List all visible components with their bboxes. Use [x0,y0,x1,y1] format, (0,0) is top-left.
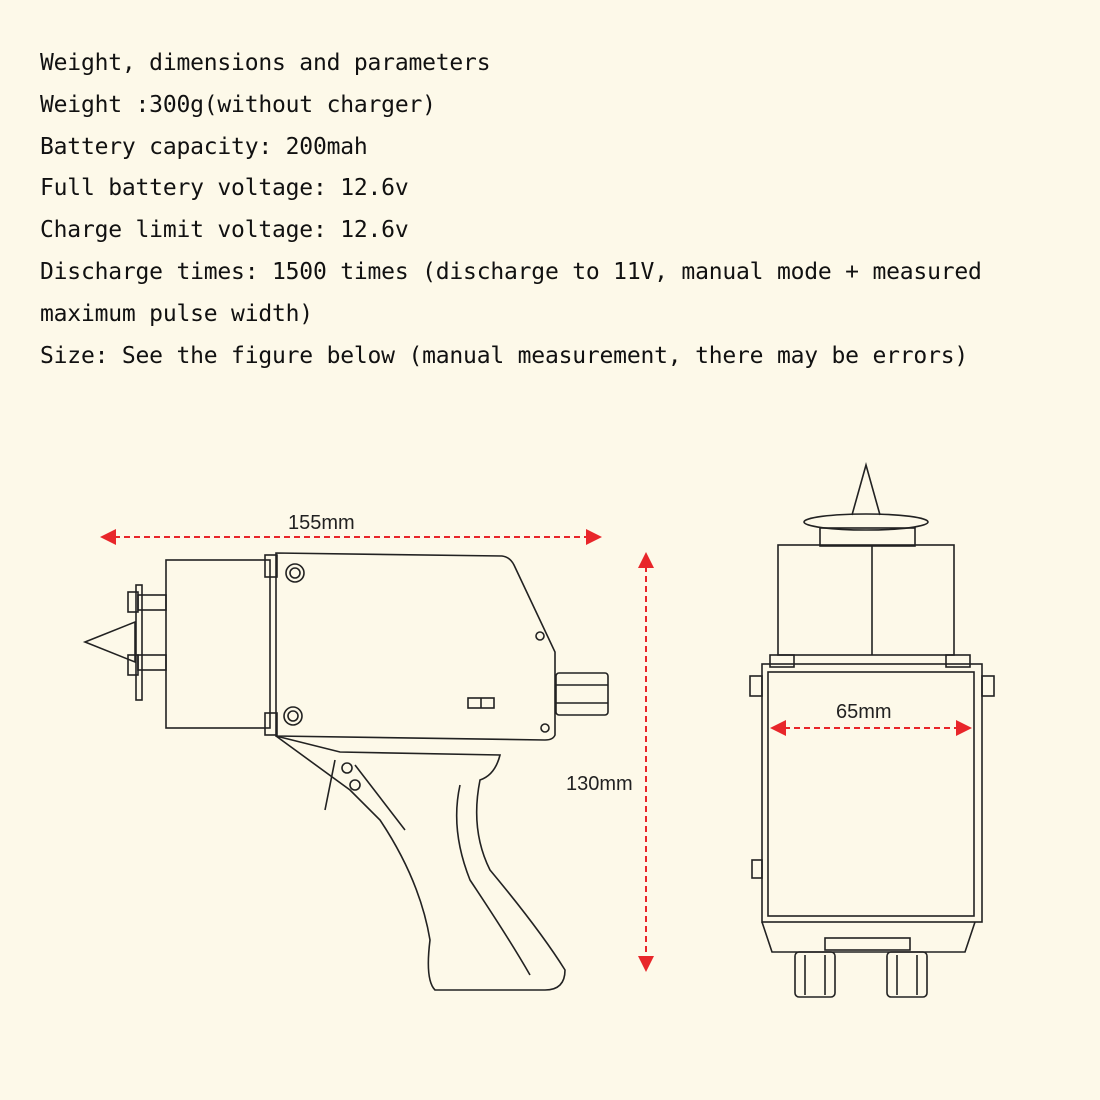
spec-discharge-times-cont: maximum pulse width) [40,300,313,327]
spec-weight: Weight :300g(without charger) [40,91,436,118]
spec-battery-capacity: Battery capacity: 200mah [40,133,368,160]
spec-charge-limit: Charge limit voltage: 12.6v [40,217,409,244]
width-label: 65mm [836,701,892,723]
height-label: 130mm [566,773,633,795]
spec-full-voltage: Full battery voltage: 12.6v [40,175,409,202]
spec-list: Weight, dimensions and parameters Weight… [40,44,982,378]
spec-discharge-times: Discharge times: 1500 times (discharge t… [40,258,982,285]
side-view [82,552,609,991]
length-label: 155mm [288,512,355,534]
front-view [749,462,995,998]
spec-heading: Weight, dimensions and parameters [40,50,491,76]
spec-size: Size: See the figure below (manual measu… [40,342,969,369]
